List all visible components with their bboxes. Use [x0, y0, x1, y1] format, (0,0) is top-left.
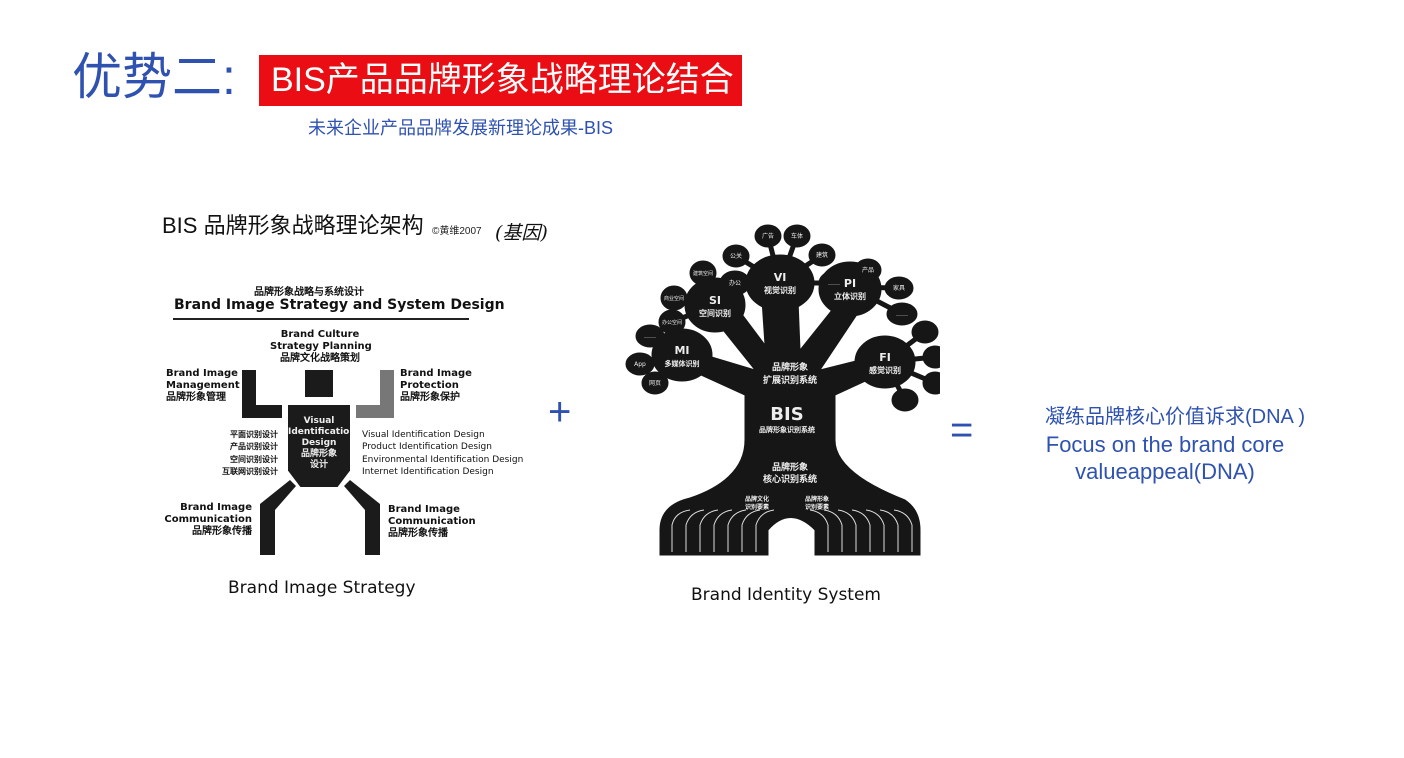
equals-sign: =: [950, 408, 974, 452]
heading-cn: 品牌形象战略与系统设计: [254, 287, 364, 298]
svg-text:……: ……: [896, 311, 908, 318]
node-vi: [745, 254, 815, 312]
tree-caption: Brand Identity System: [691, 585, 881, 605]
left-caption: Brand Image Strategy: [228, 578, 416, 598]
svg-text:品牌形象: 品牌形象: [805, 495, 829, 503]
node-fi: [854, 335, 916, 389]
svg-text:品牌形象: 品牌形象: [772, 361, 808, 373]
svg-text:视觉识别: 视觉识别: [764, 285, 796, 295]
diagram-title: BIS 品牌形象战略理论架构: [162, 213, 424, 238]
left-arm-forearm: [242, 405, 282, 418]
node-pi: [818, 261, 882, 317]
figure-legs: [260, 480, 380, 555]
svg-text:扩展识别系统: 扩展识别系统: [763, 374, 817, 386]
heading-underline: [173, 318, 469, 320]
svg-text:家具: 家具: [893, 284, 905, 292]
svg-text:核心识别系统: 核心识别系统: [763, 473, 817, 485]
left-list: 平面识别设计产品识别设计空间识别设计互联网识别设计: [222, 430, 278, 477]
svg-text:MI: MI: [674, 344, 689, 357]
svg-text:办公: 办公: [729, 279, 741, 287]
left-leg: [260, 480, 296, 555]
svg-text:建筑空间: 建筑空间: [693, 270, 713, 277]
svg-text:App: App: [634, 361, 646, 368]
svg-text:车体: 车体: [791, 232, 803, 240]
svg-text:产品: 产品: [862, 266, 874, 274]
svg-text:广告: 广告: [762, 232, 774, 240]
svg-text:网页: 网页: [649, 380, 661, 387]
svg-text:品牌形象: 品牌形象: [772, 461, 808, 473]
svg-text:VI: VI: [774, 271, 787, 284]
svg-text:立体识别: 立体识别: [834, 291, 866, 301]
figure-head: [305, 370, 333, 397]
title-banner: BIS产品品牌形象战略理论结合: [259, 55, 742, 106]
svg-text:公关: 公关: [730, 252, 742, 260]
heading-en: Brand Image Strategy and System Design: [174, 297, 505, 313]
svg-text:PI: PI: [844, 277, 856, 290]
svg-text:BIS: BIS: [770, 404, 803, 425]
slide-title: 优势二:: [72, 49, 236, 105]
svg-text:识别要素: 识别要素: [805, 503, 829, 511]
svg-text:感觉识别: 感觉识别: [869, 365, 901, 375]
svg-text:建筑: 建筑: [816, 251, 828, 259]
node-si: [684, 277, 746, 333]
svg-text:SI: SI: [709, 294, 721, 307]
plus-sign: +: [548, 390, 572, 434]
right-leg: [344, 480, 380, 555]
tree-roots: [671, 509, 913, 552]
svg-text:空间识别: 空间识别: [699, 308, 731, 318]
svg-text:多媒体识别: 多媒体识别: [665, 359, 700, 368]
right-arm-forearm: [356, 405, 394, 418]
handwritten-note: (基因): [495, 222, 548, 244]
result-en-line2: valueappeal(DNA): [1075, 459, 1255, 484]
svg-text:商业空间: 商业空间: [664, 295, 684, 302]
svg-text:办公空间: 办公空间: [662, 319, 682, 326]
copyright: ©黄维2007: [432, 226, 482, 237]
result-cn: 凝练品牌核心价值诉求(DNA ): [1045, 406, 1305, 428]
svg-text:FI: FI: [879, 351, 891, 364]
svg-text:品牌文化: 品牌文化: [745, 495, 769, 503]
result-en-line1: Focus on the brand core: [1045, 432, 1285, 457]
subtitle: 未来企业产品品牌发展新理论成果-BIS: [308, 118, 614, 138]
node-mi: [651, 328, 713, 382]
svg-text:……: ……: [828, 280, 840, 287]
svg-text:……: ……: [644, 333, 656, 340]
svg-text:识别要素: 识别要素: [745, 503, 769, 511]
tree-leaves: [625, 224, 940, 412]
svg-text:品牌形象识别系统: 品牌形象识别系统: [759, 425, 815, 434]
